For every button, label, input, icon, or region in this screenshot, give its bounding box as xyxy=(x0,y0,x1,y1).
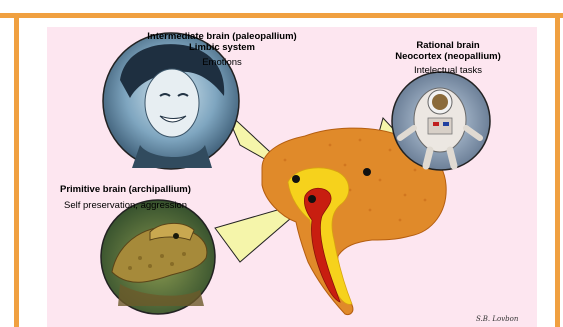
primitive-description: Self preservation, aggression xyxy=(64,200,187,211)
neocortex-pointer-dot xyxy=(363,168,371,176)
primitive-brain-title: Primitive brain (archipallium) xyxy=(60,184,191,195)
rational-title-line2: Neocortex (neopallium) xyxy=(368,51,528,62)
intermediate-brain-title: Intermediate brain (paleopallium) Limbic… xyxy=(112,31,332,53)
reptilian-pointer-dot xyxy=(308,195,316,203)
rational-title-line1: Rational brain xyxy=(368,40,528,51)
intermediate-description: Emotions xyxy=(112,57,332,68)
intermediate-title-line1: Intermediate brain (paleopallium) xyxy=(112,31,332,42)
astronaut-photo xyxy=(392,72,490,170)
lizard-photo xyxy=(101,200,215,314)
rational-description: Intelectual tasks xyxy=(368,65,528,76)
author-signature: S.B. Lovbon xyxy=(476,315,518,323)
intermediate-title-line2: Limbic system xyxy=(112,42,332,53)
rational-brain-title: Rational brain Neocortex (neopallium) xyxy=(368,40,528,62)
smiling-woman-photo xyxy=(103,33,239,169)
limbic-pointer-dot xyxy=(292,175,300,183)
